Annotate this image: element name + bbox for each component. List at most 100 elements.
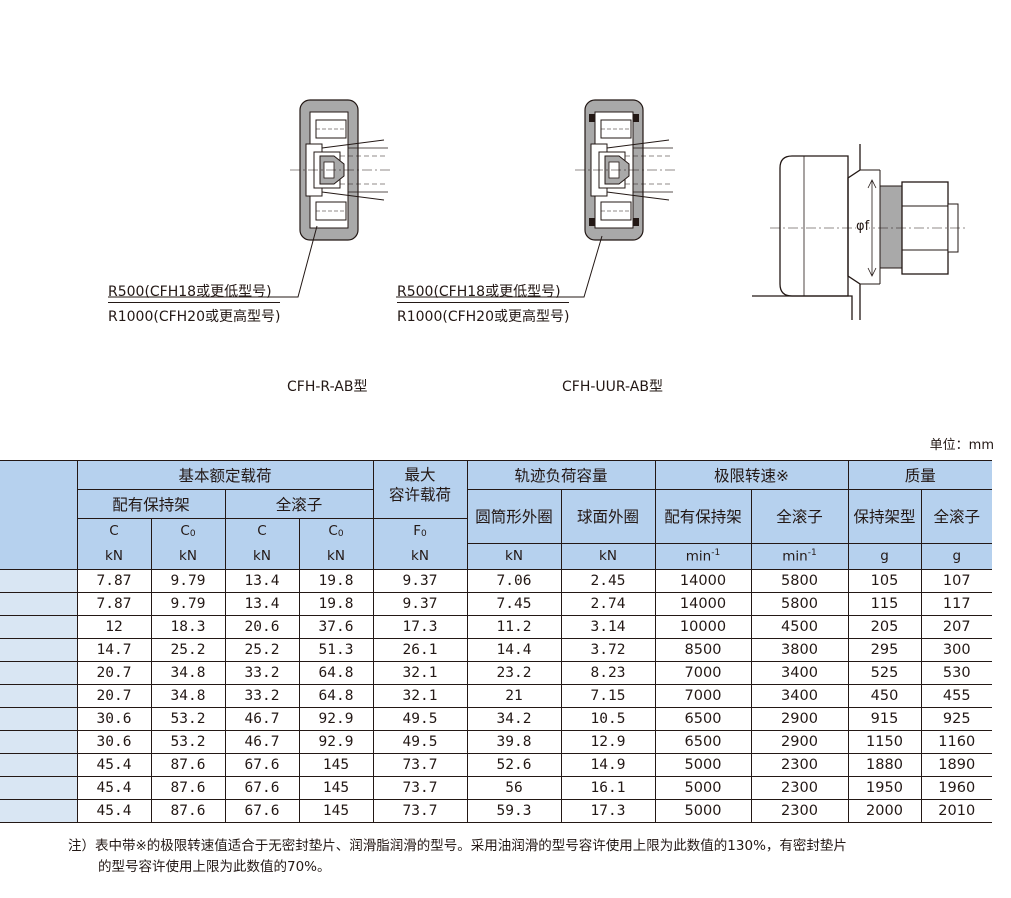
c0-caged-cell: 53.2 <box>151 707 226 731</box>
track-sph-cell: 17.3 <box>561 799 656 823</box>
symbol-c0: C0 <box>151 518 226 543</box>
c0-full-cell: 19.8 <box>299 592 374 616</box>
speed-full-cell: 2900 <box>751 707 849 731</box>
speed-caged-cell: 5000 <box>655 776 752 800</box>
speed-caged-cell: 7000 <box>655 684 752 708</box>
c-caged-cell: 30.6 <box>77 707 152 731</box>
model-column-header <box>0 460 78 570</box>
symbol-c0: C0 <box>299 518 374 543</box>
speed-full-cell: 5800 <box>751 592 849 616</box>
c0-caged-cell: 34.8 <box>151 661 226 685</box>
unit-rpm-sup: -1 <box>711 547 721 558</box>
c-full-cell: 13.4 <box>225 592 300 616</box>
c0-full-cell: 92.9 <box>299 730 374 754</box>
track-cyl-cell: 14.4 <box>467 638 562 662</box>
mass-caged-cell: 105 <box>848 569 922 593</box>
f0-cell: 49.5 <box>373 730 468 754</box>
c0-caged-cell: 87.6 <box>151 776 226 800</box>
c0-caged-cell: 9.79 <box>151 569 226 593</box>
speed-caged-cell: 14000 <box>655 592 752 616</box>
c-caged-cell: 45.4 <box>77 753 152 777</box>
track-sph-cell: 10.5 <box>561 707 656 731</box>
mass-caged-cell: 525 <box>848 661 922 685</box>
c0-full-cell: 145 <box>299 753 374 777</box>
speed-limit-header: 极限转速※ <box>655 460 849 490</box>
c0-caged-cell: 87.6 <box>151 799 226 823</box>
c-full-cell: 46.7 <box>225 707 300 731</box>
c-full-cell: 20.6 <box>225 615 300 639</box>
speed-caged-cell: 6500 <box>655 707 752 731</box>
speed-full-cell: 3400 <box>751 661 849 685</box>
f0-cell: 26.1 <box>373 638 468 662</box>
c0-caged-cell: 53.2 <box>151 730 226 754</box>
c-caged-cell: 20.7 <box>77 684 152 708</box>
cylindrical-outer-header: 圆筒形外圈 <box>467 489 562 544</box>
speed-full-cell: 3800 <box>751 638 849 662</box>
unit-rpm-main: min <box>782 548 808 565</box>
track-capacity-header: 轨迹负荷容量 <box>467 460 656 490</box>
model-cell <box>0 592 78 616</box>
c0-caged-cell: 25.2 <box>151 638 226 662</box>
c0-caged-cell: 9.79 <box>151 592 226 616</box>
unit-kn: kN <box>561 543 656 570</box>
track-cyl-cell: 39.8 <box>467 730 562 754</box>
track-sph-cell: 14.9 <box>561 753 656 777</box>
speed-caged-cell: 7000 <box>655 661 752 685</box>
c-caged-cell: 20.7 <box>77 661 152 685</box>
c0-full-cell: 64.8 <box>299 684 374 708</box>
figure-1-caption: R500(CFH18或更低型号) R1000(CFH20或更高型号) <box>108 281 281 326</box>
unit-rpm-main: min <box>685 548 712 565</box>
speed-caged-cell: 8500 <box>655 638 752 662</box>
mass-caged-cell: 1880 <box>848 753 922 777</box>
figure-2-model: CFH-UUR-AB型 <box>562 379 663 395</box>
unit-g: g <box>921 543 992 570</box>
unit-kn: kN <box>299 543 374 570</box>
track-sph-cell: 3.72 <box>561 638 656 662</box>
c-caged-cell: 45.4 <box>77 776 152 800</box>
track-cyl-cell: 7.06 <box>467 569 562 593</box>
caged-header: 配有保持架 <box>77 489 226 519</box>
figure-2-caption-line1: R500(CFH18或更低型号) <box>397 281 570 303</box>
unit-kn: kN <box>151 543 226 570</box>
f0-cell: 32.1 <box>373 684 468 708</box>
footnote: 注）表中带※的极限转速值适合于无密封垫片、润滑脂润滑的型号。采用油润滑的型号容许… <box>68 836 1003 878</box>
unit-g: g <box>848 543 922 570</box>
footnote-line1: 注）表中带※的极限转速值适合于无密封垫片、润滑脂润滑的型号。采用油润滑的型号容许… <box>68 838 847 854</box>
c0-full-cell: 145 <box>299 799 374 823</box>
bearing-drawing-r <box>289 99 393 241</box>
mount-diameter-label: φf <box>856 219 870 234</box>
track-sph-cell: 3.14 <box>561 615 656 639</box>
speed-caged-cell: 10000 <box>655 615 752 639</box>
f0-cell: 17.3 <box>373 615 468 639</box>
unit-kn: kN <box>77 543 152 570</box>
speed-full-cell: 2300 <box>751 753 849 777</box>
track-sph-cell: 2.45 <box>561 569 656 593</box>
speed-caged-cell: 5000 <box>655 753 752 777</box>
mass-full-cell: 455 <box>921 684 992 708</box>
track-cyl-cell: 23.2 <box>467 661 562 685</box>
symbol-c: C <box>225 518 300 543</box>
bearing-drawing-uur <box>574 99 678 241</box>
mass-caged-cell: 295 <box>848 638 922 662</box>
speed-caged-cell: 14000 <box>655 569 752 593</box>
mass-full-cell: 107 <box>921 569 992 593</box>
c-full-cell: 33.2 <box>225 661 300 685</box>
mass-caged-cell: 2000 <box>848 799 922 823</box>
speed-caged-cell: 6500 <box>655 730 752 754</box>
unit-note: 单位：mm <box>929 438 994 453</box>
c-full-cell: 67.6 <box>225 799 300 823</box>
c-caged-cell: 7.87 <box>77 569 152 593</box>
track-cyl-cell: 11.2 <box>467 615 562 639</box>
drawings-area: φf <box>0 0 1011 420</box>
f0-cell: 73.7 <box>373 776 468 800</box>
figure-2-caption-line2: R1000(CFH20或更高型号) <box>397 309 570 325</box>
c0-full-cell: 51.3 <box>299 638 374 662</box>
track-cyl-cell: 56 <box>467 776 562 800</box>
symbol-f0-main: F <box>413 523 422 539</box>
unit-rpm-sup: -1 <box>807 547 817 558</box>
track-cyl-cell: 59.3 <box>467 799 562 823</box>
